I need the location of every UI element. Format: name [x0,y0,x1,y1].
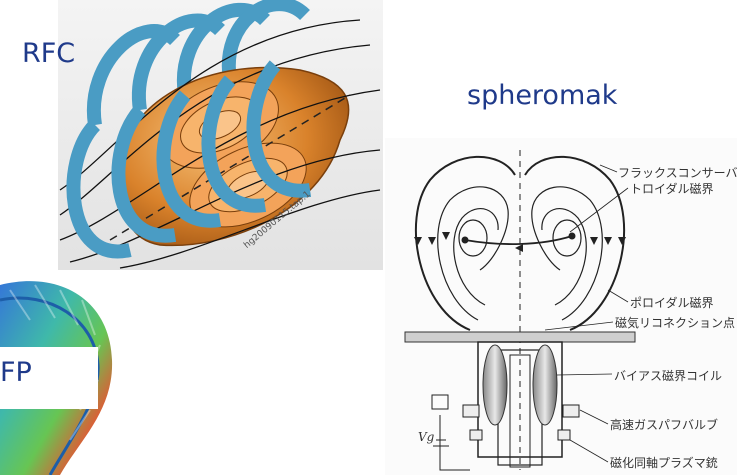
annotation-coaxial-gun: 磁化同軸プラズマ銃 [610,454,718,471]
annotation-poloidal-field: ポロイダル磁界 [630,294,714,311]
spheromak-label: spheromak [467,80,617,111]
rfc-illustration: hg20090115.tap.1 [58,0,383,270]
annotation-flux-conserver: フラックスコンサーバー [618,164,737,181]
rfc-label: RFC [22,38,75,69]
annotation-toroidal-field: トロイダル磁界 [630,180,714,197]
annotation-bias-coil: バイアス磁界コイル [614,367,722,384]
rfp-label: FP [0,357,32,388]
vg-label: Vg [418,430,434,444]
annotation-reconnection-point: 磁気リコネクション点 [615,314,735,331]
annotation-gas-puff-valve: 高速ガスパフバルブ [610,416,718,433]
